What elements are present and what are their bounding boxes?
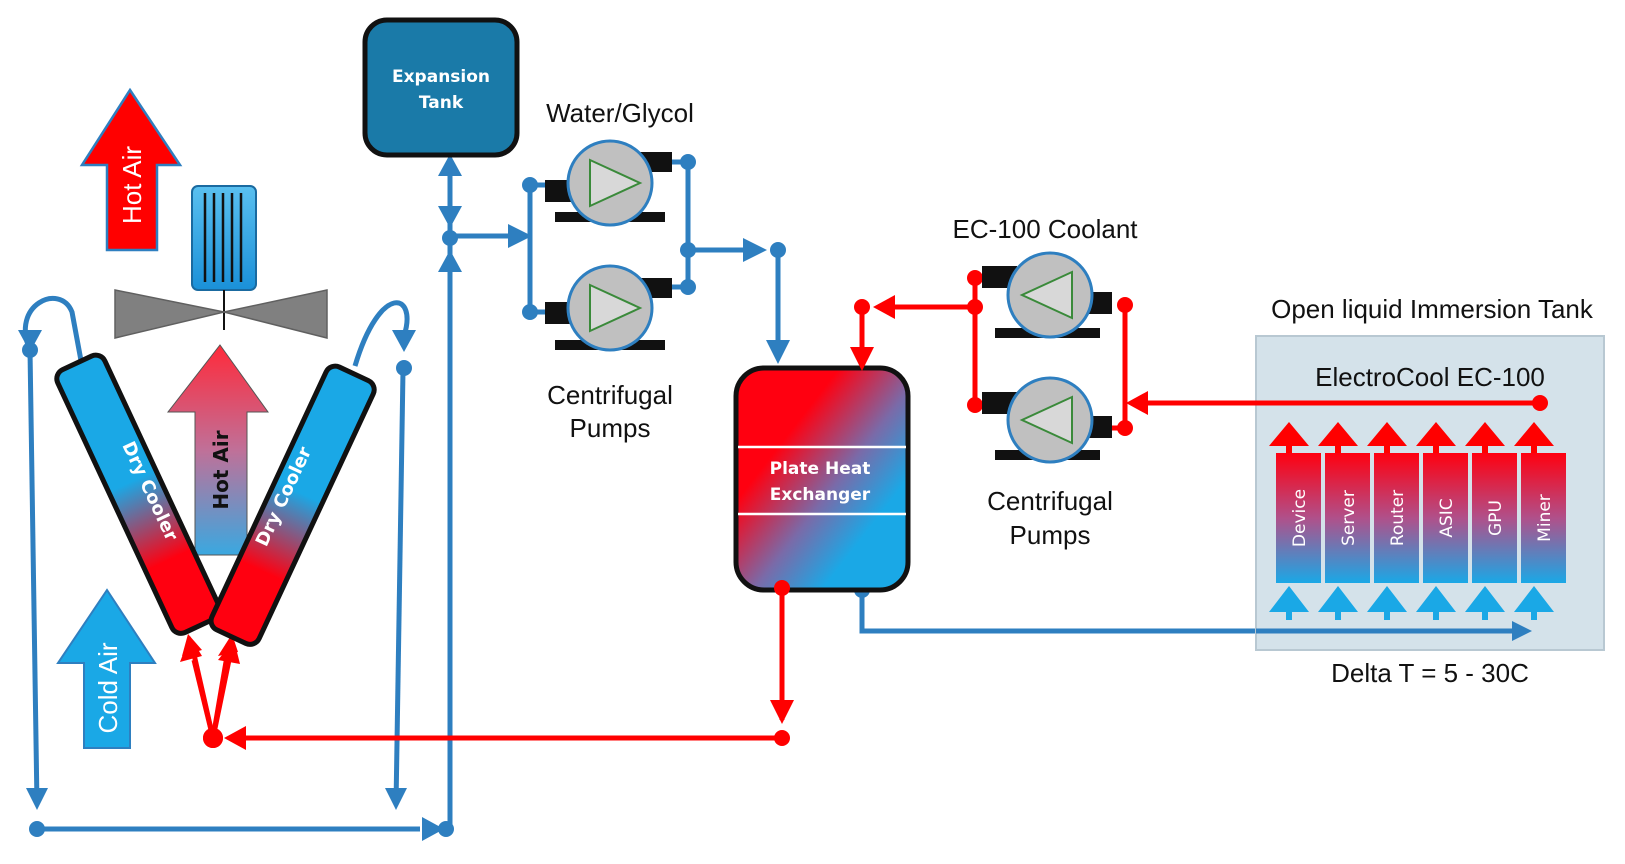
device-label: Device (1290, 489, 1310, 547)
device-column: Server (1318, 422, 1370, 620)
cold-junctions (22, 154, 870, 837)
centrifugal-pumps-top-label-1: Centrifugal (547, 380, 673, 410)
asic-label: ASIC (1437, 498, 1457, 537)
open-tank-title: Open liquid Immersion Tank (1271, 294, 1594, 324)
expansion-tank-label-1: Expansion (392, 67, 490, 87)
water-glycol-label: Water/Glycol (546, 98, 694, 128)
router-label: Router (1388, 490, 1408, 546)
tank-outlet-dot (1532, 395, 1548, 411)
hot-air-center-arrow: Hot Air (166, 344, 269, 556)
plate-hx-label-1: Plate Heat (770, 459, 871, 479)
delta-t-label: Delta T = 5 - 30C (1331, 658, 1529, 688)
device-column: Device (1269, 422, 1321, 620)
pump-right-1 (982, 251, 1112, 339)
cold-inlet-arrowhead (1512, 621, 1532, 641)
server-label: Server (1339, 490, 1359, 546)
return-junction (203, 728, 223, 748)
device-columns: Device Server Router ASIC (1269, 422, 1566, 620)
dry-cooler-return-arrowheads (180, 636, 240, 664)
device-column: GPU (1465, 422, 1517, 620)
expansion-tank-label-2: Tank (419, 93, 464, 113)
plate-heat-exchanger: Plate Heat Exchanger (733, 365, 911, 593)
device-column: ASIC (1416, 422, 1468, 620)
hot-air-top-label: Hot Air (117, 146, 147, 224)
electrocool-label: ElectroCool EC-100 (1315, 362, 1545, 392)
pump-right-2 (982, 376, 1112, 464)
hot-air-center-label: Hot Air (209, 430, 233, 509)
hot-arrowheads (182, 295, 1148, 750)
hot-air-top-arrow: Hot Air (79, 87, 183, 252)
fan-blades (114, 289, 328, 339)
ec100-coolant-label: EC-100 Coolant (953, 214, 1139, 244)
cold-air-label: Cold Air (93, 642, 123, 733)
fan-motor (191, 185, 257, 330)
gpu-label: GPU (1486, 500, 1506, 536)
centrifugal-pumps-right-label-2: Pumps (1010, 520, 1091, 550)
miner-label: Miner (1535, 494, 1555, 542)
cold-air-arrow: Cold Air (56, 588, 157, 749)
device-column: Router (1367, 422, 1419, 620)
pump-top-2 (545, 264, 672, 352)
pump-top-1 (545, 139, 672, 227)
dry-cooler-return-lines (191, 659, 232, 739)
centrifugal-pumps-top-label-2: Pumps (570, 413, 651, 443)
device-column: Miner (1514, 422, 1566, 620)
centrifugal-pumps-right-label-1: Centrifugal (987, 486, 1113, 516)
plate-hx-label-2: Exchanger (770, 485, 871, 505)
expansion-tank: Expansion Tank (362, 17, 520, 158)
dry-cooler-right: Dry Cooler (208, 363, 377, 647)
